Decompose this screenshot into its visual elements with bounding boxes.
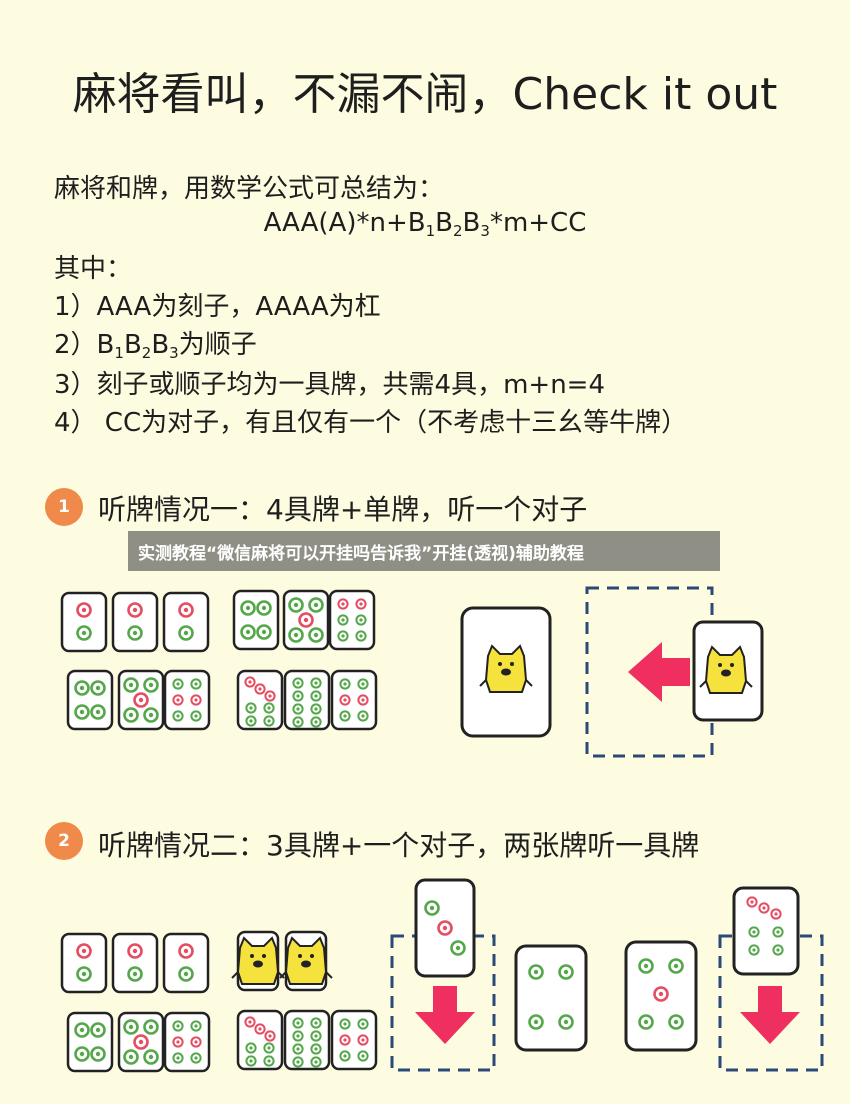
section-1-wait-slot [585,586,764,758]
rule-1: 1）AAA为刻子，AAAA为杠 [54,292,381,322]
rule-4: 4） CC为对子，有且仅有一个（不考虑十三幺等牛牌） [54,408,688,438]
intro-line: 麻将和牌，用数学公式可总结为： [54,174,445,204]
section-2-tiles-left [60,932,211,1073]
section-2-badge: 2 [45,822,83,860]
section-2-tiles-middle [231,930,378,1071]
section-2-heading: 听牌情况二：3具牌+一个对子，两张牌听一具牌 [98,829,700,862]
overlay-banner: 实测教程“微信麻将可以开挂吗告诉我”开挂(透视)辅助教程 [128,531,720,571]
rule-3: 3）刻子或顺子均为一具牌，共需4具，m+n=4 [54,370,606,400]
section-2-large-tiles [514,940,698,1052]
left-arrow-icon [628,642,690,702]
section-1-tiles-left [60,591,211,731]
down-arrow-icon [740,986,800,1044]
section-2-wait-slot-a [390,878,496,1072]
page-title: 麻将看叫，不漏不闹，Check it out [72,69,778,120]
section-1-tiles-right [232,589,378,731]
rule-2: 2）B1B2B3为顺子 [54,330,257,362]
section-1-badge: 1 [45,488,83,526]
formula: AAA(A)*n+B1B2B3*m+CC [263,208,587,240]
where-label: 其中： [54,254,133,284]
section-1-single-tile [460,606,552,738]
down-arrow-icon [415,986,475,1044]
section-2-wait-slot-b [718,886,824,1072]
section-1-heading: 听牌情况一：4具牌+单牌，听一个对子 [98,493,588,526]
